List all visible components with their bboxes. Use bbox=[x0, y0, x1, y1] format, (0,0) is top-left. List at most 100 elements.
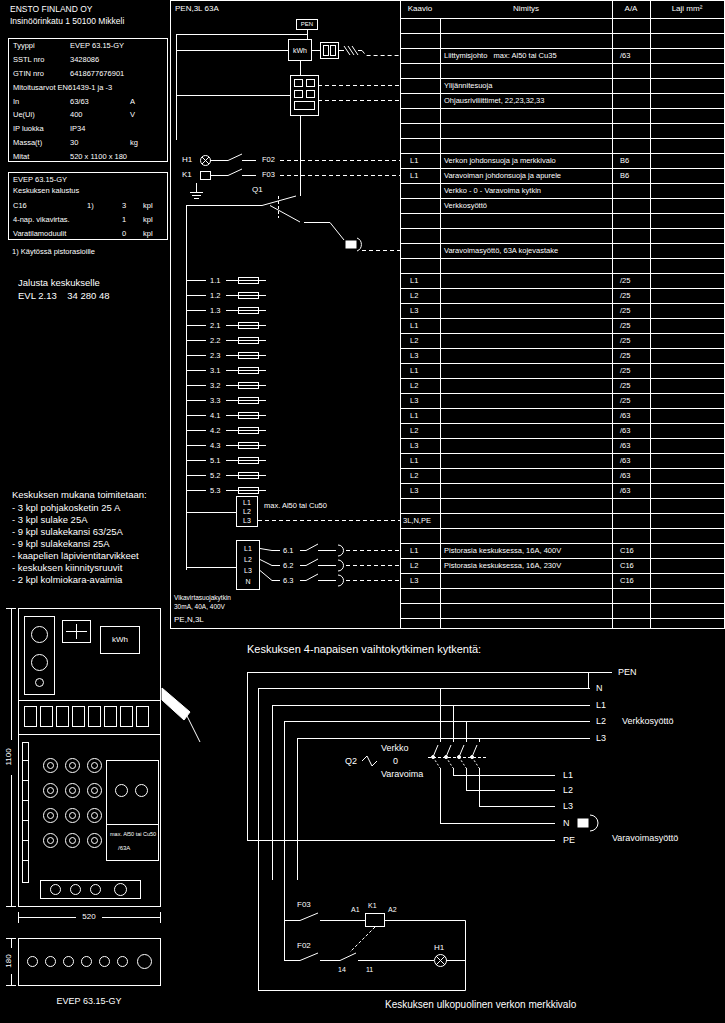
table-cell: 520 x 1100 x 180 bbox=[70, 153, 127, 161]
node-text: A1 bbox=[351, 906, 360, 913]
front-view-drawing bbox=[71, 885, 81, 895]
label-text: Insinöörinkatu 1 50100 Mikkeli bbox=[10, 17, 124, 26]
table-cell: Ohjausriviliittimet, 22,23,32,33 bbox=[444, 97, 544, 105]
table-cell: 6418677676901 bbox=[70, 70, 124, 78]
table-cell: V bbox=[130, 111, 135, 119]
table-cell: Ue(Ui) bbox=[13, 111, 35, 119]
main-schematic bbox=[239, 443, 259, 449]
label-text: Varavoima bbox=[381, 770, 423, 779]
front-view-drawing bbox=[19, 939, 161, 986]
front-view-drawing bbox=[138, 955, 152, 969]
changeover-switch-schematic bbox=[436, 956, 445, 965]
label-text: - kaapelien läpivientitarvikkeet bbox=[12, 551, 139, 561]
front-view-drawing bbox=[28, 957, 38, 967]
front-view-drawing bbox=[46, 957, 56, 967]
terminal-number: 14 bbox=[338, 966, 346, 973]
main-schematic bbox=[239, 338, 259, 344]
label-text: max. Al50 tai Cu50 bbox=[110, 832, 156, 838]
main-schematic bbox=[312, 50, 320, 51]
table-cell: /25 bbox=[620, 337, 630, 345]
circuit-number: 3.2 bbox=[210, 382, 220, 390]
changeover-switch-schematic bbox=[578, 819, 588, 827]
table-cell: /25 bbox=[620, 397, 630, 405]
table-cell: Pistorasia keskuksessa, 16A, 230V bbox=[444, 562, 561, 570]
front-view-drawing bbox=[6, 608, 200, 986]
table-cell: Verkon johdonsuoja ja merkkivalo bbox=[444, 157, 556, 165]
table-header: A/A bbox=[625, 5, 638, 13]
label-text: max. Al50 tai Cu50 bbox=[264, 502, 327, 510]
node-text: kWh bbox=[112, 635, 128, 645]
front-view-drawing bbox=[88, 809, 102, 823]
main-schematic bbox=[239, 398, 259, 404]
label-text: 1) Käytössä pistorasioille bbox=[12, 248, 95, 256]
main-schematic bbox=[318, 86, 400, 101]
energy-meter: kWh bbox=[288, 39, 312, 61]
main-schematic bbox=[190, 183, 203, 199]
changeover-switch-schematic bbox=[362, 756, 377, 766]
conductor-name: L1 bbox=[563, 771, 573, 780]
table-cell: Keskuksen kalustus bbox=[13, 187, 79, 195]
front-view-drawing bbox=[162, 688, 190, 720]
front-view-drawing bbox=[89, 707, 101, 727]
conductor-name: L1 bbox=[596, 701, 606, 710]
table-cell: 1) bbox=[87, 202, 94, 210]
front-view-drawing bbox=[6, 938, 16, 986]
changeover-switch-schematic bbox=[433, 745, 477, 757]
front-view-drawing bbox=[100, 957, 110, 967]
table-cell: B6 bbox=[620, 157, 629, 165]
table-cell: Varavoimasyöttö, 63A kojevastake bbox=[444, 247, 558, 255]
table-cell: L1 bbox=[410, 367, 418, 375]
circuit-number: 4.2 bbox=[210, 427, 220, 435]
front-view-drawing bbox=[136, 785, 148, 797]
table-cell: /63 bbox=[620, 442, 630, 450]
circuit-number: 6.3 bbox=[283, 577, 293, 585]
conductor-name: PE bbox=[563, 836, 575, 845]
main-schematic bbox=[239, 323, 259, 329]
component-id: F03 bbox=[297, 901, 311, 909]
label-text: Vikavirtasuojakytkin bbox=[174, 595, 231, 602]
label-text: Jalusta keskukselle bbox=[18, 278, 100, 288]
changeover-switch-schematic bbox=[247, 672, 612, 991]
table-cell: Mitoitusarvot EN61439-1 ja -3 bbox=[13, 84, 112, 92]
main-schematic bbox=[239, 278, 259, 284]
main-schematic bbox=[239, 293, 259, 299]
front-view-drawing bbox=[92, 763, 98, 769]
label-text: Varavoimasyöttö bbox=[612, 834, 678, 843]
table-cell: /63 bbox=[620, 457, 630, 465]
main-schematic bbox=[346, 241, 356, 248]
table-cell: /25 bbox=[620, 277, 630, 285]
main-schematic bbox=[201, 156, 211, 166]
front-view-drawing bbox=[44, 834, 58, 848]
main-schematic bbox=[202, 157, 209, 164]
main-schematic bbox=[186, 281, 266, 491]
component-id: H1 bbox=[434, 944, 444, 952]
component-id: H1 bbox=[182, 156, 192, 164]
front-view-drawing bbox=[106, 824, 158, 825]
frame-and-table-grid bbox=[170, 0, 725, 629]
front-view-drawing bbox=[66, 759, 80, 773]
circuit-number: 2.2 bbox=[210, 337, 220, 345]
section-heading: Keskuksen 4-napaisen vaihtokytkimen kytk… bbox=[247, 644, 481, 655]
main-schematic bbox=[239, 383, 259, 389]
drawing-name: EVEP 63.15-GY bbox=[57, 997, 122, 1006]
front-view-drawing bbox=[64, 957, 74, 967]
table-cell: kpl bbox=[143, 216, 153, 224]
table-cell: kg bbox=[130, 139, 138, 147]
front-view-drawing bbox=[92, 813, 98, 819]
label-text: - 9 kpl sulakekansi 25A bbox=[12, 539, 110, 549]
main-schematic bbox=[239, 488, 259, 494]
table-cell: L1 bbox=[410, 277, 418, 285]
conductor-name: L2 bbox=[563, 786, 573, 795]
front-view-drawing bbox=[70, 788, 76, 794]
front-view-drawing bbox=[116, 785, 128, 797]
front-view-drawing bbox=[118, 957, 128, 967]
table-cell: 0 bbox=[122, 230, 126, 238]
front-view-drawing bbox=[88, 759, 102, 773]
table-cell: C16 bbox=[620, 562, 634, 570]
label-text: - 9 kpl sulakekansi 63/25A bbox=[12, 527, 123, 537]
changeover-switch-schematic bbox=[428, 757, 486, 758]
table-cell: 63/63 bbox=[70, 98, 89, 106]
changeover-switch-schematic bbox=[441, 768, 480, 823]
table-cell: L1 bbox=[410, 172, 418, 180]
conductor-name: L3 bbox=[596, 734, 606, 743]
